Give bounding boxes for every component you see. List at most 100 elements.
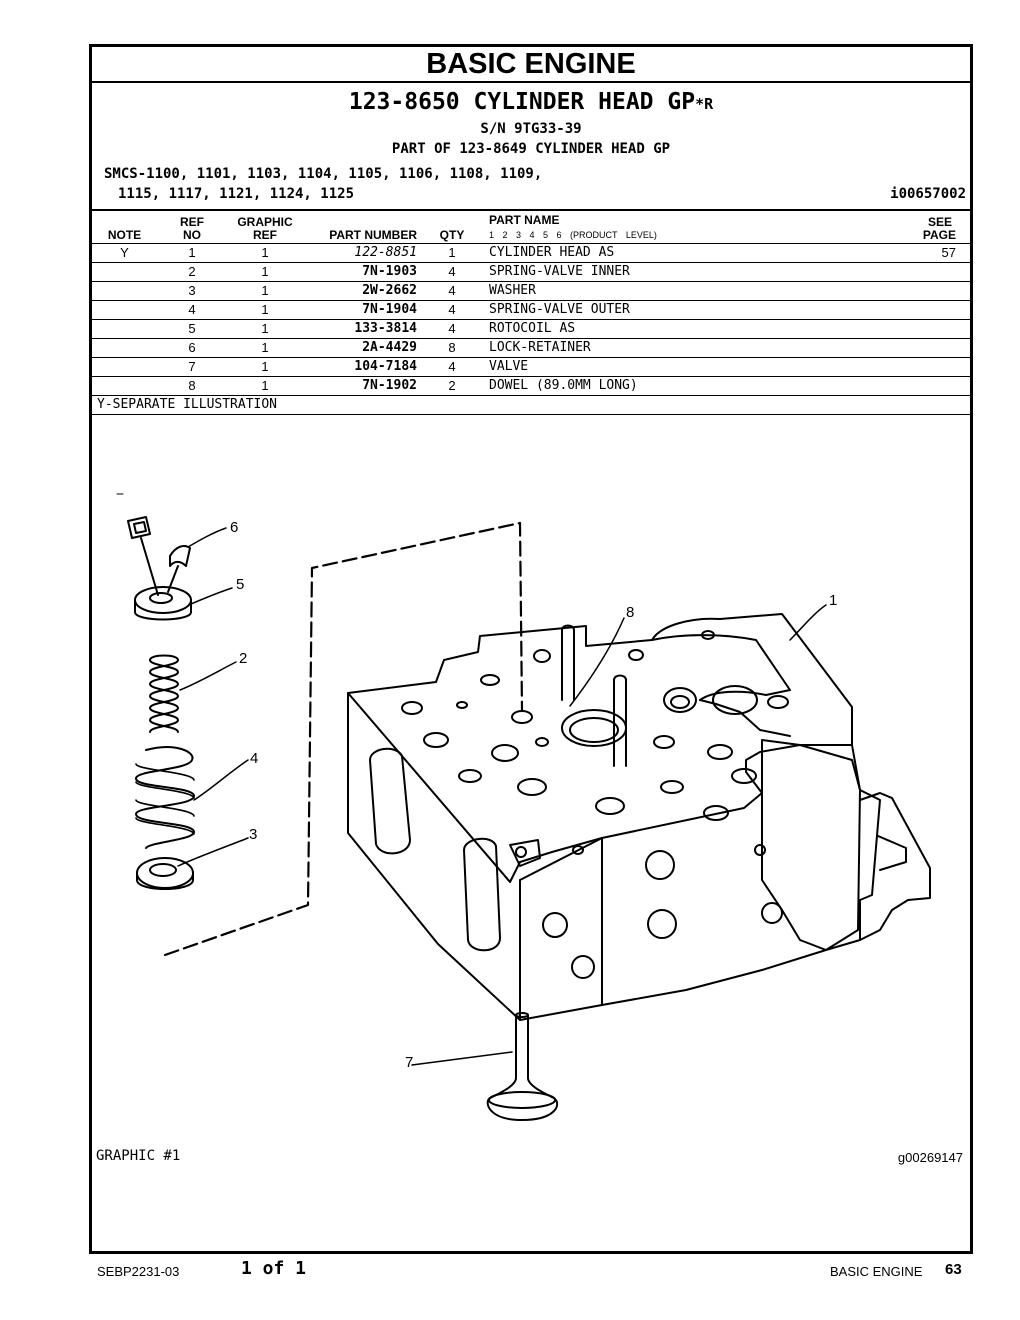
graphic-label: GRAPHIC #1 (96, 1148, 181, 1164)
valve-part (486, 1012, 559, 1121)
row-part-name: LOCK-RETAINER (489, 340, 591, 355)
row-part-name: WASHER (489, 283, 536, 298)
inner-spring-part (149, 654, 179, 733)
parts-rows: Y 1 1 122-8851 1 CYLINDER HEAD AS 57 2 1… (92, 244, 970, 396)
smcs-line-1: SMCS-1100, 1101, 1103, 1104, 1105, 1106,… (104, 166, 543, 182)
lock-retainer-part (127, 516, 191, 596)
row-graphic-ref: 1 (261, 340, 269, 355)
row-qty: 4 (448, 264, 456, 279)
cylinder-head-block (347, 613, 931, 1021)
row-see-page[interactable]: 57 (941, 245, 956, 260)
row-part-number: 7N-1903 (362, 264, 417, 279)
row-qty: 1 (448, 245, 456, 260)
row-ref: 4 (188, 302, 196, 317)
group-title: 123-8650 CYLINDER HEAD GP*R (92, 89, 970, 115)
row-qty: 8 (448, 340, 456, 355)
row-graphic-ref: 1 (261, 302, 269, 317)
row-part-name: DOWEL (89.0MM LONG) (489, 378, 638, 393)
illustration-id: i00657002 (890, 186, 966, 202)
footer-doc-number: SEBP2231-03 (97, 1264, 180, 1279)
row-qty: 2 (448, 378, 456, 393)
row-graphic-ref: 1 (261, 378, 269, 393)
row-graphic-ref: 1 (261, 359, 269, 374)
col-see-top: SEE (927, 215, 952, 229)
row-graphic-ref: 1 (261, 264, 269, 279)
footnote: Y-SEPARATE ILLUSTRATION (92, 396, 970, 415)
row-qty: 4 (448, 359, 456, 374)
row-ref: 8 (188, 378, 196, 393)
footer-page-number: 63 (945, 1261, 962, 1278)
smcs-line-2: 1115, 1117, 1121, 1124, 1125 (118, 186, 355, 202)
parts-page-frame: BASIC ENGINE 123-8650 CYLINDER HEAD GP*R… (89, 44, 973, 1254)
row-ref: 3 (188, 283, 196, 298)
col-ref-bottom: NO (183, 228, 201, 242)
section-title: BASIC ENGINE (92, 47, 970, 83)
outer-spring-part (134, 746, 195, 849)
col-graphic-bottom: REF (253, 228, 277, 242)
callout-2: 2 (239, 650, 248, 667)
rotocoil-part (134, 586, 192, 621)
serial-number: S/N 9TG33-39 (480, 121, 582, 137)
row-part-name: VALVE (489, 359, 529, 374)
row-part-name: SPRING-VALVE INNER (489, 264, 630, 279)
col-see-bottom: PAGE (922, 228, 956, 242)
callout-5: 5 (236, 576, 245, 593)
row-part-number: 7N-1902 (362, 378, 417, 393)
footer-section: BASIC ENGINE (830, 1264, 923, 1279)
row-part-number: 104-7184 (354, 359, 417, 374)
table-row: 7 1 104-7184 4 VALVE (92, 358, 970, 377)
row-part-number: 2W-2662 (362, 283, 417, 298)
table-row: 2 1 7N-1903 4 SPRING-VALVE INNER (92, 263, 970, 282)
row-part-number: 7N-1904 (362, 302, 417, 317)
table-row: 6 1 2A-4429 8 LOCK-RETAINER (92, 339, 970, 358)
row-part-name: SPRING-VALVE OUTER (489, 302, 630, 317)
col-product-levels: 1 2 3 4 5 6 (PRODUCT LEVEL) (489, 230, 657, 240)
callout-3: 3 (249, 826, 258, 843)
group-name: CYLINDER HEAD GP (473, 89, 696, 115)
col-note: NOTE (107, 228, 142, 242)
row-qty: 4 (448, 321, 456, 336)
callout-4: 4 (250, 750, 259, 767)
row-graphic-ref: 1 (261, 245, 269, 260)
row-ref: 1 (188, 245, 196, 260)
table-header: NOTE REF NO GRAPHIC REF PART NUMBER QTY … (92, 211, 970, 244)
row-ref: 7 (188, 359, 196, 374)
part-of: PART OF 123-8649 CYLINDER HEAD GP (391, 141, 671, 157)
row-graphic-ref: 1 (261, 283, 269, 298)
row-part-name: ROTOCOIL AS (489, 321, 576, 336)
row-part-number: 2A-4429 (362, 340, 417, 355)
table-row: 3 1 2W-2662 4 WASHER (92, 282, 970, 301)
callout-1: 1 (829, 592, 838, 609)
table-row: 8 1 7N-1902 2 DOWEL (89.0MM LONG) (92, 377, 970, 396)
group-part-number: 123-8650 (348, 89, 460, 115)
graphic-id: g00269147 (897, 1150, 963, 1165)
table-row: 4 1 7N-1904 4 SPRING-VALVE OUTER (92, 301, 970, 320)
col-graphic-top: GRAPHIC (237, 215, 293, 229)
group-header: 123-8650 CYLINDER HEAD GP*R S/N 9TG33-39… (92, 83, 970, 211)
col-part-number: PART NUMBER (329, 228, 417, 242)
row-part-number[interactable]: 122-8851 (354, 245, 417, 260)
row-ref: 6 (188, 340, 196, 355)
washer-part (136, 857, 194, 890)
callout-8: 8 (626, 604, 635, 621)
assembly-guide-lines (163, 521, 524, 957)
table-row: Y 1 1 122-8851 1 CYLINDER HEAD AS 57 (92, 244, 970, 263)
col-qty: QTY (439, 228, 465, 242)
callout-6: 6 (230, 519, 239, 536)
row-qty: 4 (448, 302, 456, 317)
callout-leaders (177, 527, 827, 1066)
col-part-name: PART NAME (489, 213, 560, 227)
row-qty: 4 (448, 283, 456, 298)
row-part-name: CYLINDER HEAD AS (489, 245, 615, 260)
col-ref-top: REF (180, 215, 204, 229)
group-suffix: *R (695, 95, 714, 113)
row-ref: 2 (188, 264, 196, 279)
footer-page-count: 1 of 1 (241, 1258, 307, 1279)
row-ref: 5 (188, 321, 196, 336)
row-graphic-ref: 1 (261, 321, 269, 336)
table-row: 5 1 133-3814 4 ROTOCOIL AS (92, 320, 970, 339)
callout-7: 7 (405, 1054, 414, 1071)
row-note: Y (120, 245, 129, 260)
row-part-number: 133-3814 (354, 321, 417, 336)
